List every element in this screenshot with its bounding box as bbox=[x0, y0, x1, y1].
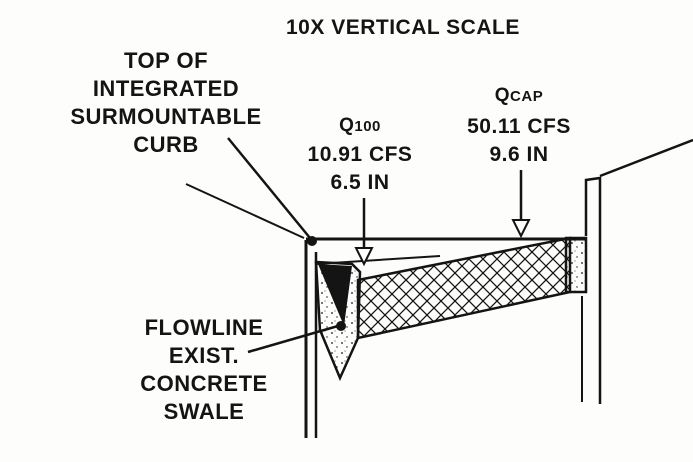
qcap-arrow bbox=[511, 170, 531, 239]
qcap-symbol: Q bbox=[494, 85, 511, 106]
q100-depth: 6.5 IN bbox=[330, 171, 390, 194]
q100-flow: 10.91 CFS bbox=[307, 143, 413, 166]
flowline-leader-line bbox=[247, 324, 339, 354]
concrete-swale bbox=[314, 260, 362, 382]
flowline-point bbox=[336, 321, 346, 331]
curb-label-line-4: CURB bbox=[133, 132, 199, 157]
left-curb-wall bbox=[304, 240, 318, 438]
qcap-depth: 9.6 IN bbox=[489, 143, 549, 166]
curb-label-line-3: SURMOUNTABLE bbox=[70, 104, 262, 129]
curb-top-point bbox=[307, 236, 317, 246]
right-leader-line bbox=[599, 138, 693, 178]
q100-arrow bbox=[354, 198, 374, 267]
flowline-label-line-1: FLOWLINE bbox=[144, 315, 264, 340]
q100-water-line bbox=[315, 255, 441, 265]
flowline-label-line-4: SWALE bbox=[163, 399, 245, 424]
diagram-title: 10X VERTICAL SCALE bbox=[286, 16, 520, 39]
curb-leader-line bbox=[227, 137, 311, 239]
qcap-flow: 50.11 CFS bbox=[467, 115, 571, 138]
q100-symbol: Q bbox=[339, 115, 355, 136]
right-curb-block bbox=[564, 176, 602, 404]
pavement-hatch bbox=[356, 236, 572, 340]
q100-label: Q100 bbox=[339, 116, 381, 135]
q100-subscript: 100 bbox=[354, 118, 381, 135]
flowline-label-line-3: CONCRETE bbox=[140, 371, 268, 396]
curb-label-line-1: TOP OF bbox=[123, 48, 209, 73]
flowline-label-line-2: EXIST. bbox=[168, 343, 240, 368]
qcap-label: QCAP bbox=[495, 86, 543, 105]
curb-label-line-2: INTEGRATED bbox=[92, 76, 240, 101]
curb-leader-line-2 bbox=[185, 183, 305, 239]
qcap-subscript: CAP bbox=[510, 88, 544, 105]
